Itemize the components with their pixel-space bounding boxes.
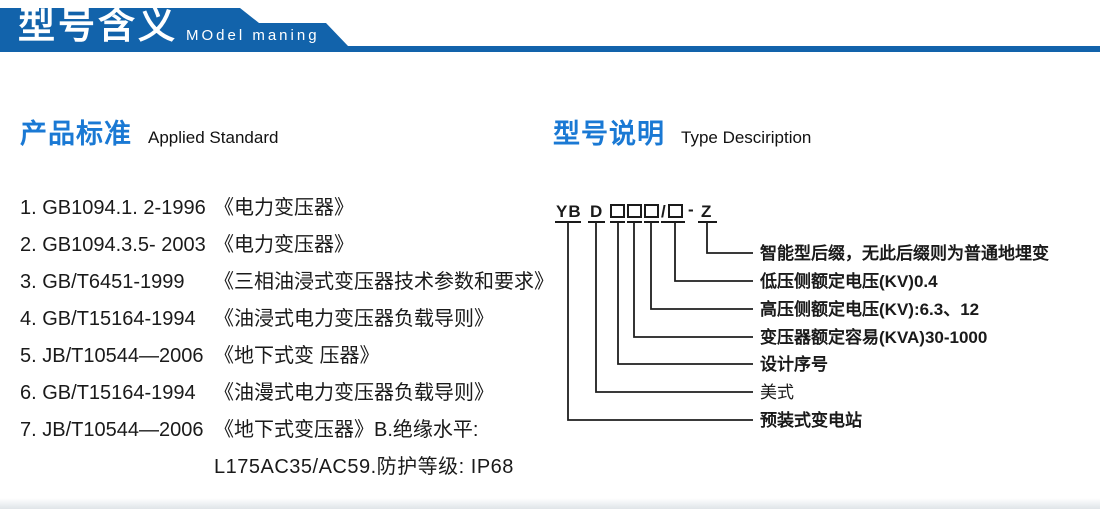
model-heading-zh: 型号说明 [553,119,665,149]
page-subtitle: MOdel maning [186,27,320,44]
standard-code: 1. GB1094.1. 2-1996 [20,197,206,219]
diagram-label-design-serial: 设计序号 [760,354,828,374]
code-prefix: YB [556,202,582,221]
code-box-2 [627,204,642,218]
standard-code-spacer [20,449,214,486]
diagram-label-american-style: 美式 [760,383,794,402]
diagram-label-hv-voltage: 高压侧额定电压(KV):6.3、12 [760,299,979,319]
diagram-label-smart-suffix: 智能型后缀，无此后缀则为普通地埋变 [760,243,1049,263]
standard-item: 3. GB/T6451-1999 《三相油浸式变压器技术参数和要求》 [20,264,555,301]
standards-heading-zh: 产品标准 [20,119,132,149]
standard-item: 6. GB/T15164-1994 《油漫式电力变压器负载导则》 [20,375,555,412]
standard-title: 《电力变压器》 [214,234,354,256]
code-box-3 [644,204,659,218]
model-heading-en: Type Desciription [681,128,812,147]
standard-continuation-text: L175AC35/AC59.防护等级: IP68 [214,456,514,478]
standard-title: 《三相油浸式变压器技术参数和要求》 [214,271,554,293]
standard-item-continuation: L175AC35/AC59.防护等级: IP68 [20,449,555,486]
standard-item: 2. GB1094.3.5- 2003 《电力变压器》 [20,227,555,264]
standard-code: 5. JB/T10544—2006 [20,345,204,367]
standard-code: 7. JB/T10544—2006 [20,419,204,441]
standard-code: 2. GB1094.3.5- 2003 [20,234,206,256]
standard-title: 《地下式变压器》B.绝缘水平: [214,419,479,441]
code-dash: - [688,200,694,219]
standard-item: 7. JB/T10544—2006 《地下式变压器》B.绝缘水平: [20,412,555,449]
diagram-label-rated-capacity: 变压器额定容易(KVA)30-1000 [760,327,987,347]
code-box-1 [610,204,625,218]
bottom-fade-divider [0,498,1100,509]
standard-item: 4. GB/T15164-1994 《油浸式电力变压器负载导则》 [20,301,555,338]
standard-item: 1. GB1094.1. 2-1996 《电力变压器》 [20,190,555,227]
page-title: 型号含义 [18,5,178,46]
standard-title: 《电力变压器》 [214,197,354,219]
model-code-diagram: YB D / - Z 智能型后缀，无此后缀则为普通地埋变 低压侧额定电压(KV)… [550,185,1100,465]
diagram-label-lv-voltage: 低压侧额定电压(KV)0.4 [759,271,938,291]
code-type: D [590,202,602,221]
standards-heading-en: Applied Standard [148,128,279,147]
standards-list: 1. GB1094.1. 2-1996 《电力变压器》 2. GB1094.3.… [20,190,555,486]
connector-lines [567,222,753,421]
diagram-label-prefab-substation: 预装式变电站 [760,410,862,430]
standard-code: 4. GB/T15164-1994 [20,308,196,330]
standard-title: 《油浸式电力变压器负载导则》 [214,308,494,330]
standard-title: 《地下式变 压器》 [214,345,380,367]
standard-item: 5. JB/T10544—2006 《地下式变 压器》 [20,338,555,375]
code-suffix: Z [701,202,711,221]
standard-code: 6. GB/T15164-1994 [20,382,196,404]
standard-title: 《油漫式电力变压器负载导则》 [214,382,494,404]
section-heading-standards: 产品标准 Applied Standard [20,112,278,151]
code-slash: / [661,202,666,221]
section-heading-model: 型号说明 Type Desciription [553,112,811,151]
code-box-4 [668,204,683,218]
standard-code: 3. GB/T6451-1999 [20,271,185,293]
